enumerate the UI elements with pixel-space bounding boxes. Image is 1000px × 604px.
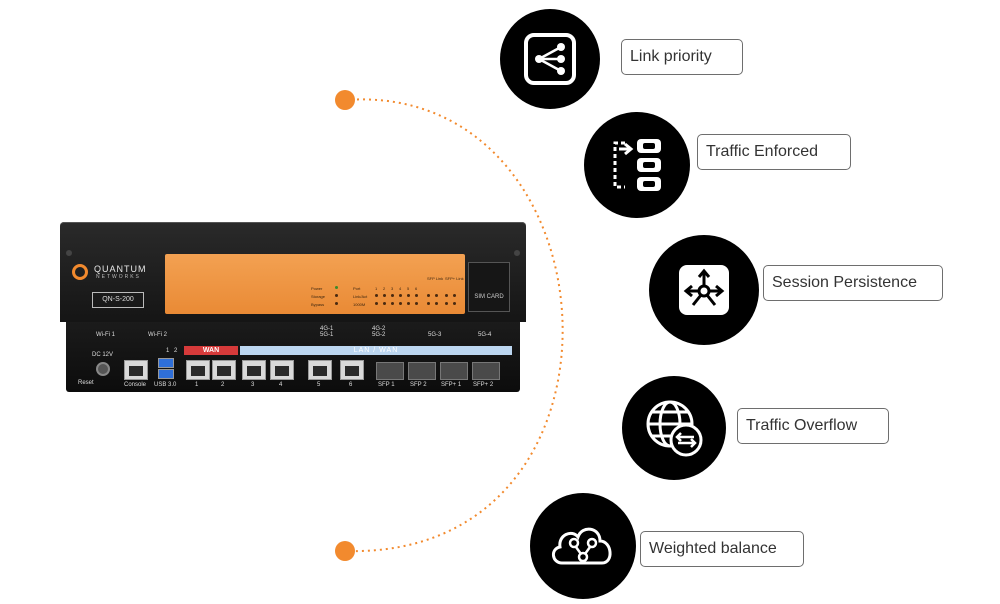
- status-led: [453, 294, 456, 297]
- link-priority-label: Link priority: [621, 39, 743, 75]
- status-led: [427, 294, 430, 297]
- traffic-enforced-icon: [613, 139, 661, 191]
- ethernet-port-6[interactable]: [340, 360, 364, 380]
- link-priority-icon: [524, 33, 576, 85]
- status-led: [415, 302, 418, 305]
- session-persistence-label: Session Persistence: [763, 265, 943, 301]
- ethernet-port-5[interactable]: [308, 360, 332, 380]
- status-led: [415, 294, 418, 297]
- device-chassis-top: QUANTUM NETWORKS QN-S-200 Power Storage …: [60, 222, 526, 322]
- wan-label: WAN: [202, 347, 220, 354]
- ethernet-port-3[interactable]: [242, 360, 266, 380]
- console-port[interactable]: [124, 360, 148, 380]
- status-panel: Power Storage Bypass Port Link/Act 1000M…: [165, 254, 465, 314]
- wan-bar: [184, 346, 238, 355]
- ethernet-port-4[interactable]: [270, 360, 294, 380]
- status-led: [445, 302, 448, 305]
- sfp-plus-port-2[interactable]: [472, 362, 500, 380]
- arc-end-dot: [335, 541, 355, 561]
- traffic-overflow-icon: [646, 400, 703, 457]
- session-persistence-icon: [679, 265, 729, 315]
- device-port-panel: Wi-Fi 1 Wi-Fi 2 4G-1 5G-1 4G-2 5G-2 5G-3…: [66, 322, 520, 392]
- status-led: [435, 294, 438, 297]
- link-priority-circle: [500, 9, 600, 109]
- dc-power-jack[interactable]: [96, 362, 110, 376]
- status-led: [391, 294, 394, 297]
- ethernet-port-2[interactable]: [212, 360, 236, 380]
- status-led: [383, 294, 386, 297]
- logo-q-icon: [72, 264, 88, 280]
- sfp-plus-port-1[interactable]: [440, 362, 468, 380]
- status-led: [399, 294, 402, 297]
- sfp-port-2[interactable]: [408, 362, 436, 380]
- weighted-balance-icon: [552, 527, 612, 565]
- lan-wan-label: LAN / WAN: [353, 347, 399, 354]
- status-led: [407, 302, 410, 305]
- status-led: [375, 302, 378, 305]
- sim-card-slot[interactable]: [468, 262, 510, 312]
- sd-wan-device: QUANTUM NETWORKS QN-S-200 Power Storage …: [60, 222, 526, 394]
- status-led: [435, 302, 438, 305]
- status-led: [407, 294, 410, 297]
- traffic-enforced-label: Traffic Enforced: [697, 134, 851, 170]
- usb-port-1[interactable]: [158, 358, 174, 368]
- status-led: [399, 302, 402, 305]
- traffic-overflow-label: Traffic Overflow: [737, 408, 889, 444]
- usb-port-2[interactable]: [158, 369, 174, 379]
- status-led: [375, 294, 378, 297]
- weighted-balance-circle: [530, 493, 636, 599]
- ethernet-port-1[interactable]: [186, 360, 210, 380]
- arc-start-dot: [335, 90, 355, 110]
- weighted-balance-label: Weighted balance: [640, 531, 804, 567]
- sfp-port-1[interactable]: [376, 362, 404, 380]
- sim-card-label: SIM CARD: [474, 294, 504, 300]
- traffic-enforced-circle: [584, 112, 690, 218]
- status-led: [391, 302, 394, 305]
- status-led: [427, 302, 430, 305]
- model-label: QN-S-200: [92, 292, 144, 308]
- session-persistence-circle: [649, 235, 759, 345]
- status-led: [383, 302, 386, 305]
- status-led: [453, 302, 456, 305]
- traffic-overflow-circle: [622, 376, 726, 480]
- status-led: [445, 294, 448, 297]
- lan-wan-bar: [240, 346, 512, 355]
